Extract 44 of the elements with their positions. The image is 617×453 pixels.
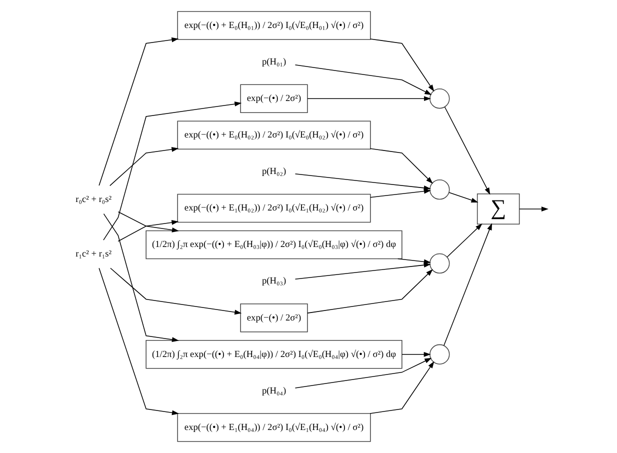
arrow [370, 38, 434, 92]
arrow [103, 102, 242, 240]
arrow [370, 361, 434, 414]
node-circle [430, 253, 450, 274]
node-text: r₁c² + r₁s² [76, 250, 112, 260]
node-box: exp(−(•) / 2σ²) [240, 84, 308, 113]
node-circle [430, 344, 450, 365]
node-box: exp(−((•) + E₁(H₀₄)) / 2σ²) I₀(√E₁(H₀₄) √(•) / σ²) [177, 413, 371, 442]
arrow [294, 358, 432, 388]
arrow [307, 269, 433, 314]
node-text: p(H₀₄) [262, 386, 286, 396]
node-box: (1/2π) ∫₂π exp(−((•) + E₀(H₀₃|φ)) / 2σ²) I₀(√E₀(H₀₃|φ) √(•) / σ²) dφ [146, 230, 402, 260]
node-circle [430, 88, 450, 109]
arrow [103, 213, 180, 342]
arrow [446, 224, 482, 258]
arrow [294, 64, 432, 95]
arrow [118, 220, 179, 242]
arrow [370, 148, 433, 184]
node-text: p(H₀₂) [262, 167, 286, 178]
node-box: ∑ [476, 193, 520, 225]
arrow [110, 146, 179, 186]
arrow [98, 37, 179, 186]
arrow [118, 211, 180, 232]
node-text: p(H₀₁) [262, 57, 286, 68]
arrow [402, 352, 431, 357]
node-box: exp(−((•) + E₀(H₀₂)) / 2σ²) I₀(√E₀(H₀₂) √(•) / σ²) [177, 120, 371, 150]
arrow [444, 223, 492, 346]
node-box: (1/2π) ∫₂π exp(−((•) + E₀(H₀₄|φ)) / 2σ²) I₀(√E₀(H₀₄|φ) √(•) / σ²) dφ [146, 340, 402, 369]
node-box: exp(−(•) / 2σ²) [240, 303, 308, 332]
node-box: exp(−((•) + E₀(H₀₁)) / 2σ²) I₀(√E₀(H₀₁) √(•) / σ²) [177, 11, 371, 40]
arrow [370, 188, 431, 198]
node-box: exp(−((•) + E₁(H₀₂)) / 2σ²) I₀(√E₁(H₀₂) √(•) / σ²) [177, 194, 371, 223]
arrow [294, 262, 431, 280]
arrow [519, 206, 548, 212]
node-text: p(H₀₃) [262, 276, 286, 287]
arrow [98, 268, 180, 416]
arrow [397, 258, 431, 264]
arrow [110, 268, 242, 315]
arrow [448, 192, 478, 202]
node-circle [430, 179, 450, 200]
arrow [307, 96, 432, 102]
arrow [444, 106, 490, 195]
arrow [294, 174, 431, 190]
node-text: r₀c² + r₀s² [76, 195, 112, 206]
